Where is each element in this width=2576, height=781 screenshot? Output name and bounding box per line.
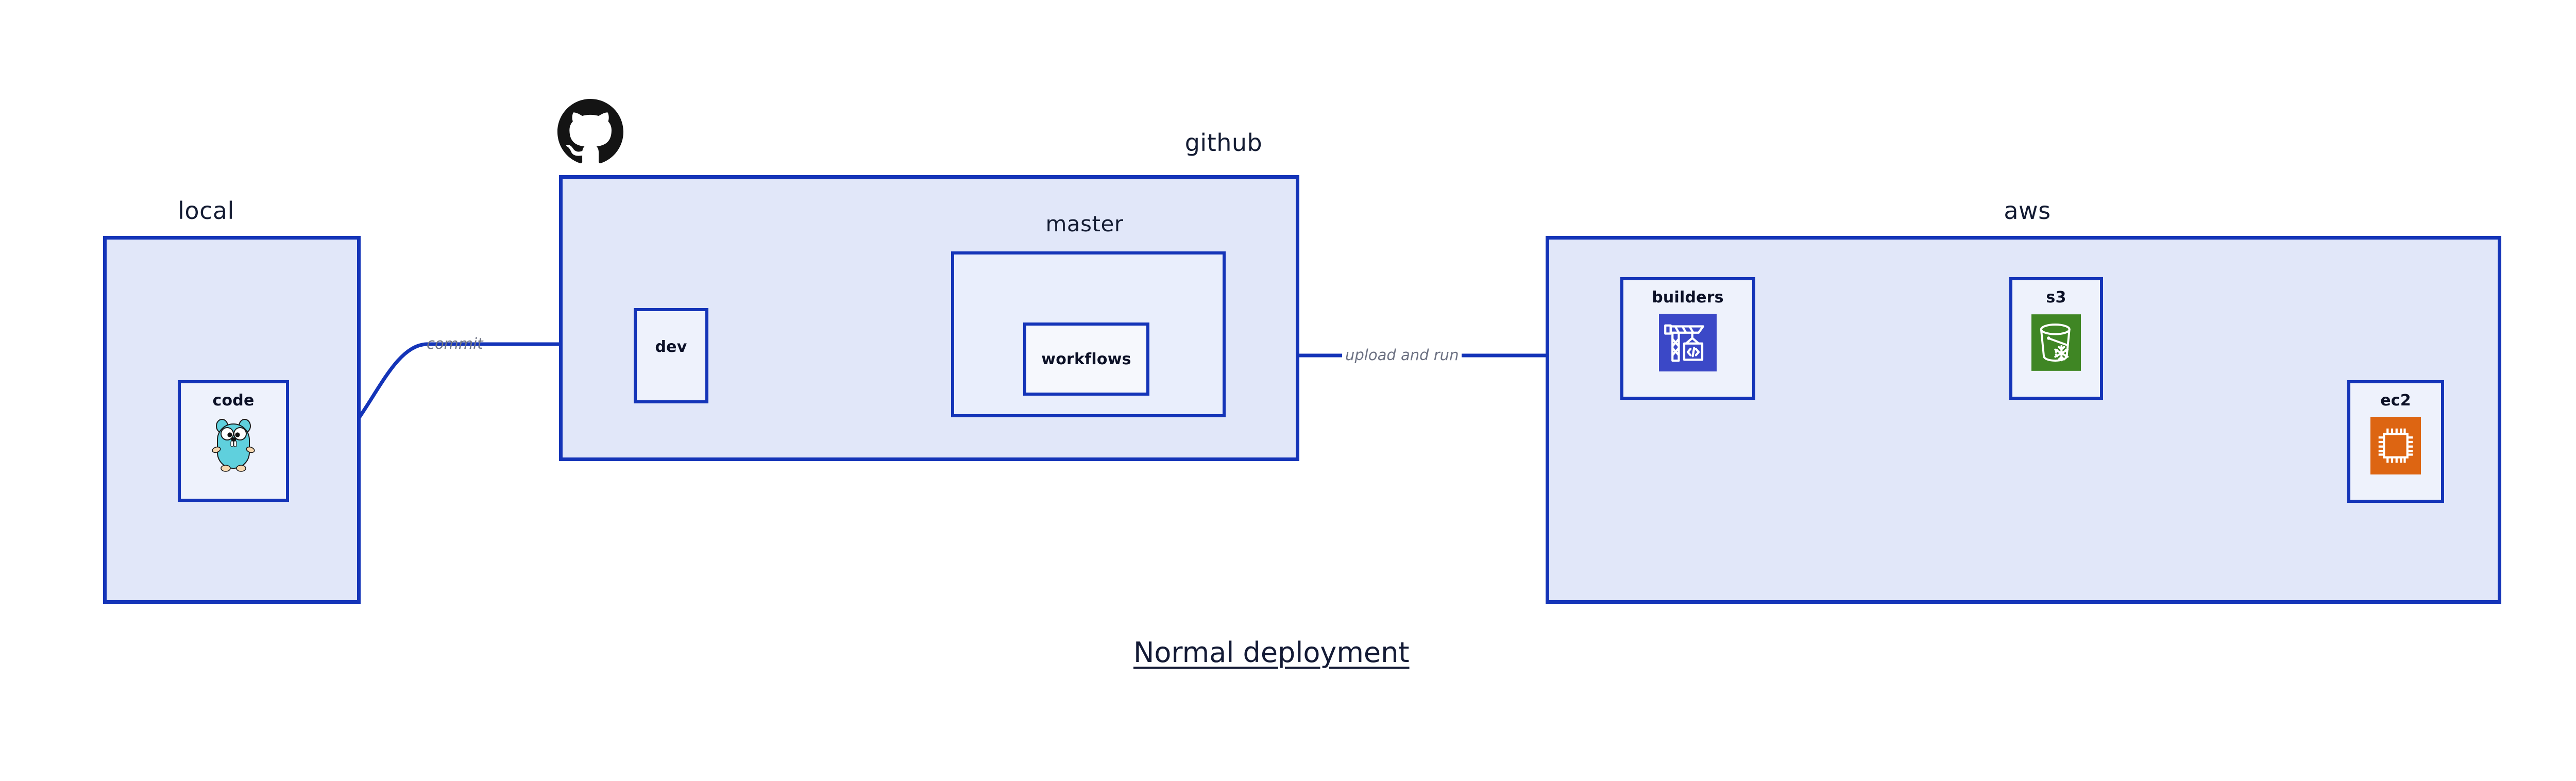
node-dev-label: dev (655, 338, 687, 356)
node-builders-label: builders (1652, 288, 1724, 307)
aws-ec2-chip-icon (2370, 417, 2421, 474)
node-code-label: code (212, 392, 255, 410)
node-builders[interactable]: builders (1620, 277, 1755, 400)
group-label-master: master (1045, 211, 1124, 236)
github-octocat-icon (557, 99, 623, 165)
node-workflows-label: workflows (1041, 350, 1131, 368)
node-dev[interactable]: dev (634, 308, 708, 403)
aws-s3-bucket-icon (2031, 314, 2081, 371)
node-ec2-label: ec2 (2380, 392, 2411, 410)
edge-label-commit: commit (427, 335, 483, 352)
node-code[interactable]: code (178, 380, 289, 502)
edge-label-upload-and-run: upload and run (1342, 346, 1462, 364)
node-workflows[interactable]: workflows (1023, 322, 1149, 396)
go-gopher-icon (209, 417, 258, 474)
node-s3-label: s3 (2046, 288, 2066, 307)
group-label-local: local (178, 197, 234, 225)
page-title: Normal deployment (1133, 636, 1410, 669)
node-ec2[interactable]: ec2 (2347, 380, 2444, 503)
group-label-aws: aws (2004, 197, 2051, 225)
group-label-github: github (1184, 129, 1263, 157)
node-s3[interactable]: s3 (2009, 277, 2103, 400)
aws-codebuild-crane-icon (1659, 314, 1717, 371)
